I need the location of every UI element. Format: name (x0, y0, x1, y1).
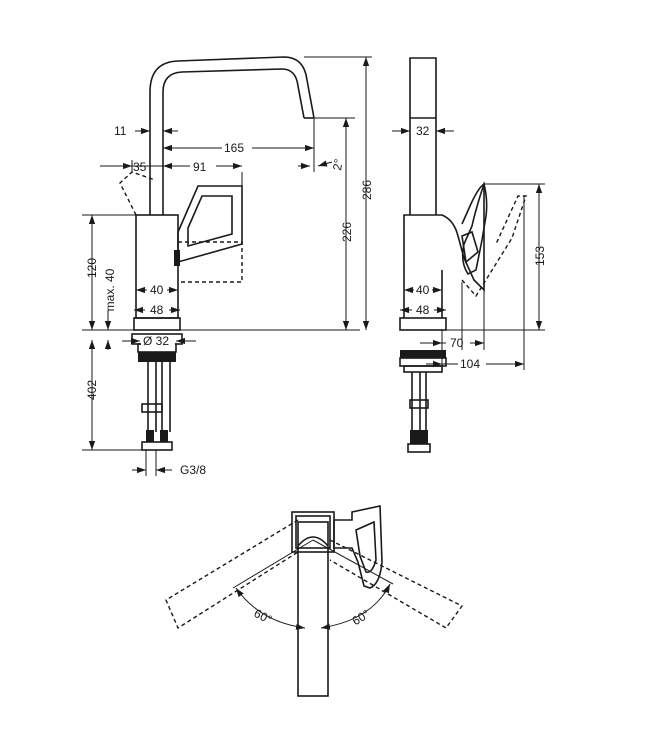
side-view: 32 153 40 48 70 104 (392, 57, 547, 453)
side-dim-40: 40 (416, 283, 430, 297)
angle-2deg: 2° (330, 158, 346, 172)
side-spout (409, 57, 437, 215)
front-view: 11 165 35 91 2° 226 286 120 max. 40 (82, 56, 374, 477)
dim-226: 226 (340, 222, 354, 242)
side-dim-70: 70 (450, 336, 464, 350)
side-dim-153: 153 (533, 246, 547, 266)
dim-286: 286 (360, 180, 374, 200)
dim-402: 402 (85, 380, 99, 400)
top-lever-right-dashed (329, 539, 464, 629)
dim-11: 11 (114, 124, 127, 138)
dim-91: 91 (193, 160, 207, 174)
top-lever-left-dashed (165, 519, 299, 630)
side-dim-32: 32 (416, 124, 430, 138)
dim-max40: max. 40 (103, 268, 117, 311)
top-angle-left: 60° (252, 606, 275, 627)
dim-dia32: Ø 32 (143, 334, 169, 348)
dim-120: 120 (85, 258, 99, 278)
side-lever-open-dashed (461, 195, 527, 298)
top-lever (333, 505, 383, 589)
dim-165: 165 (224, 141, 244, 155)
side-body (403, 182, 485, 318)
side-dim-104: 104 (460, 357, 480, 371)
dim-40: 40 (150, 283, 164, 297)
dim-48: 48 (150, 303, 164, 317)
side-lever (461, 181, 488, 276)
dim-35: 35 (133, 160, 147, 174)
front-lever-open-dashed (178, 241, 243, 283)
front-spout (149, 56, 315, 215)
top-view: 60° 60° (165, 505, 464, 697)
dim-g38: G3/8 (180, 463, 206, 477)
side-dim-48: 48 (416, 303, 430, 317)
